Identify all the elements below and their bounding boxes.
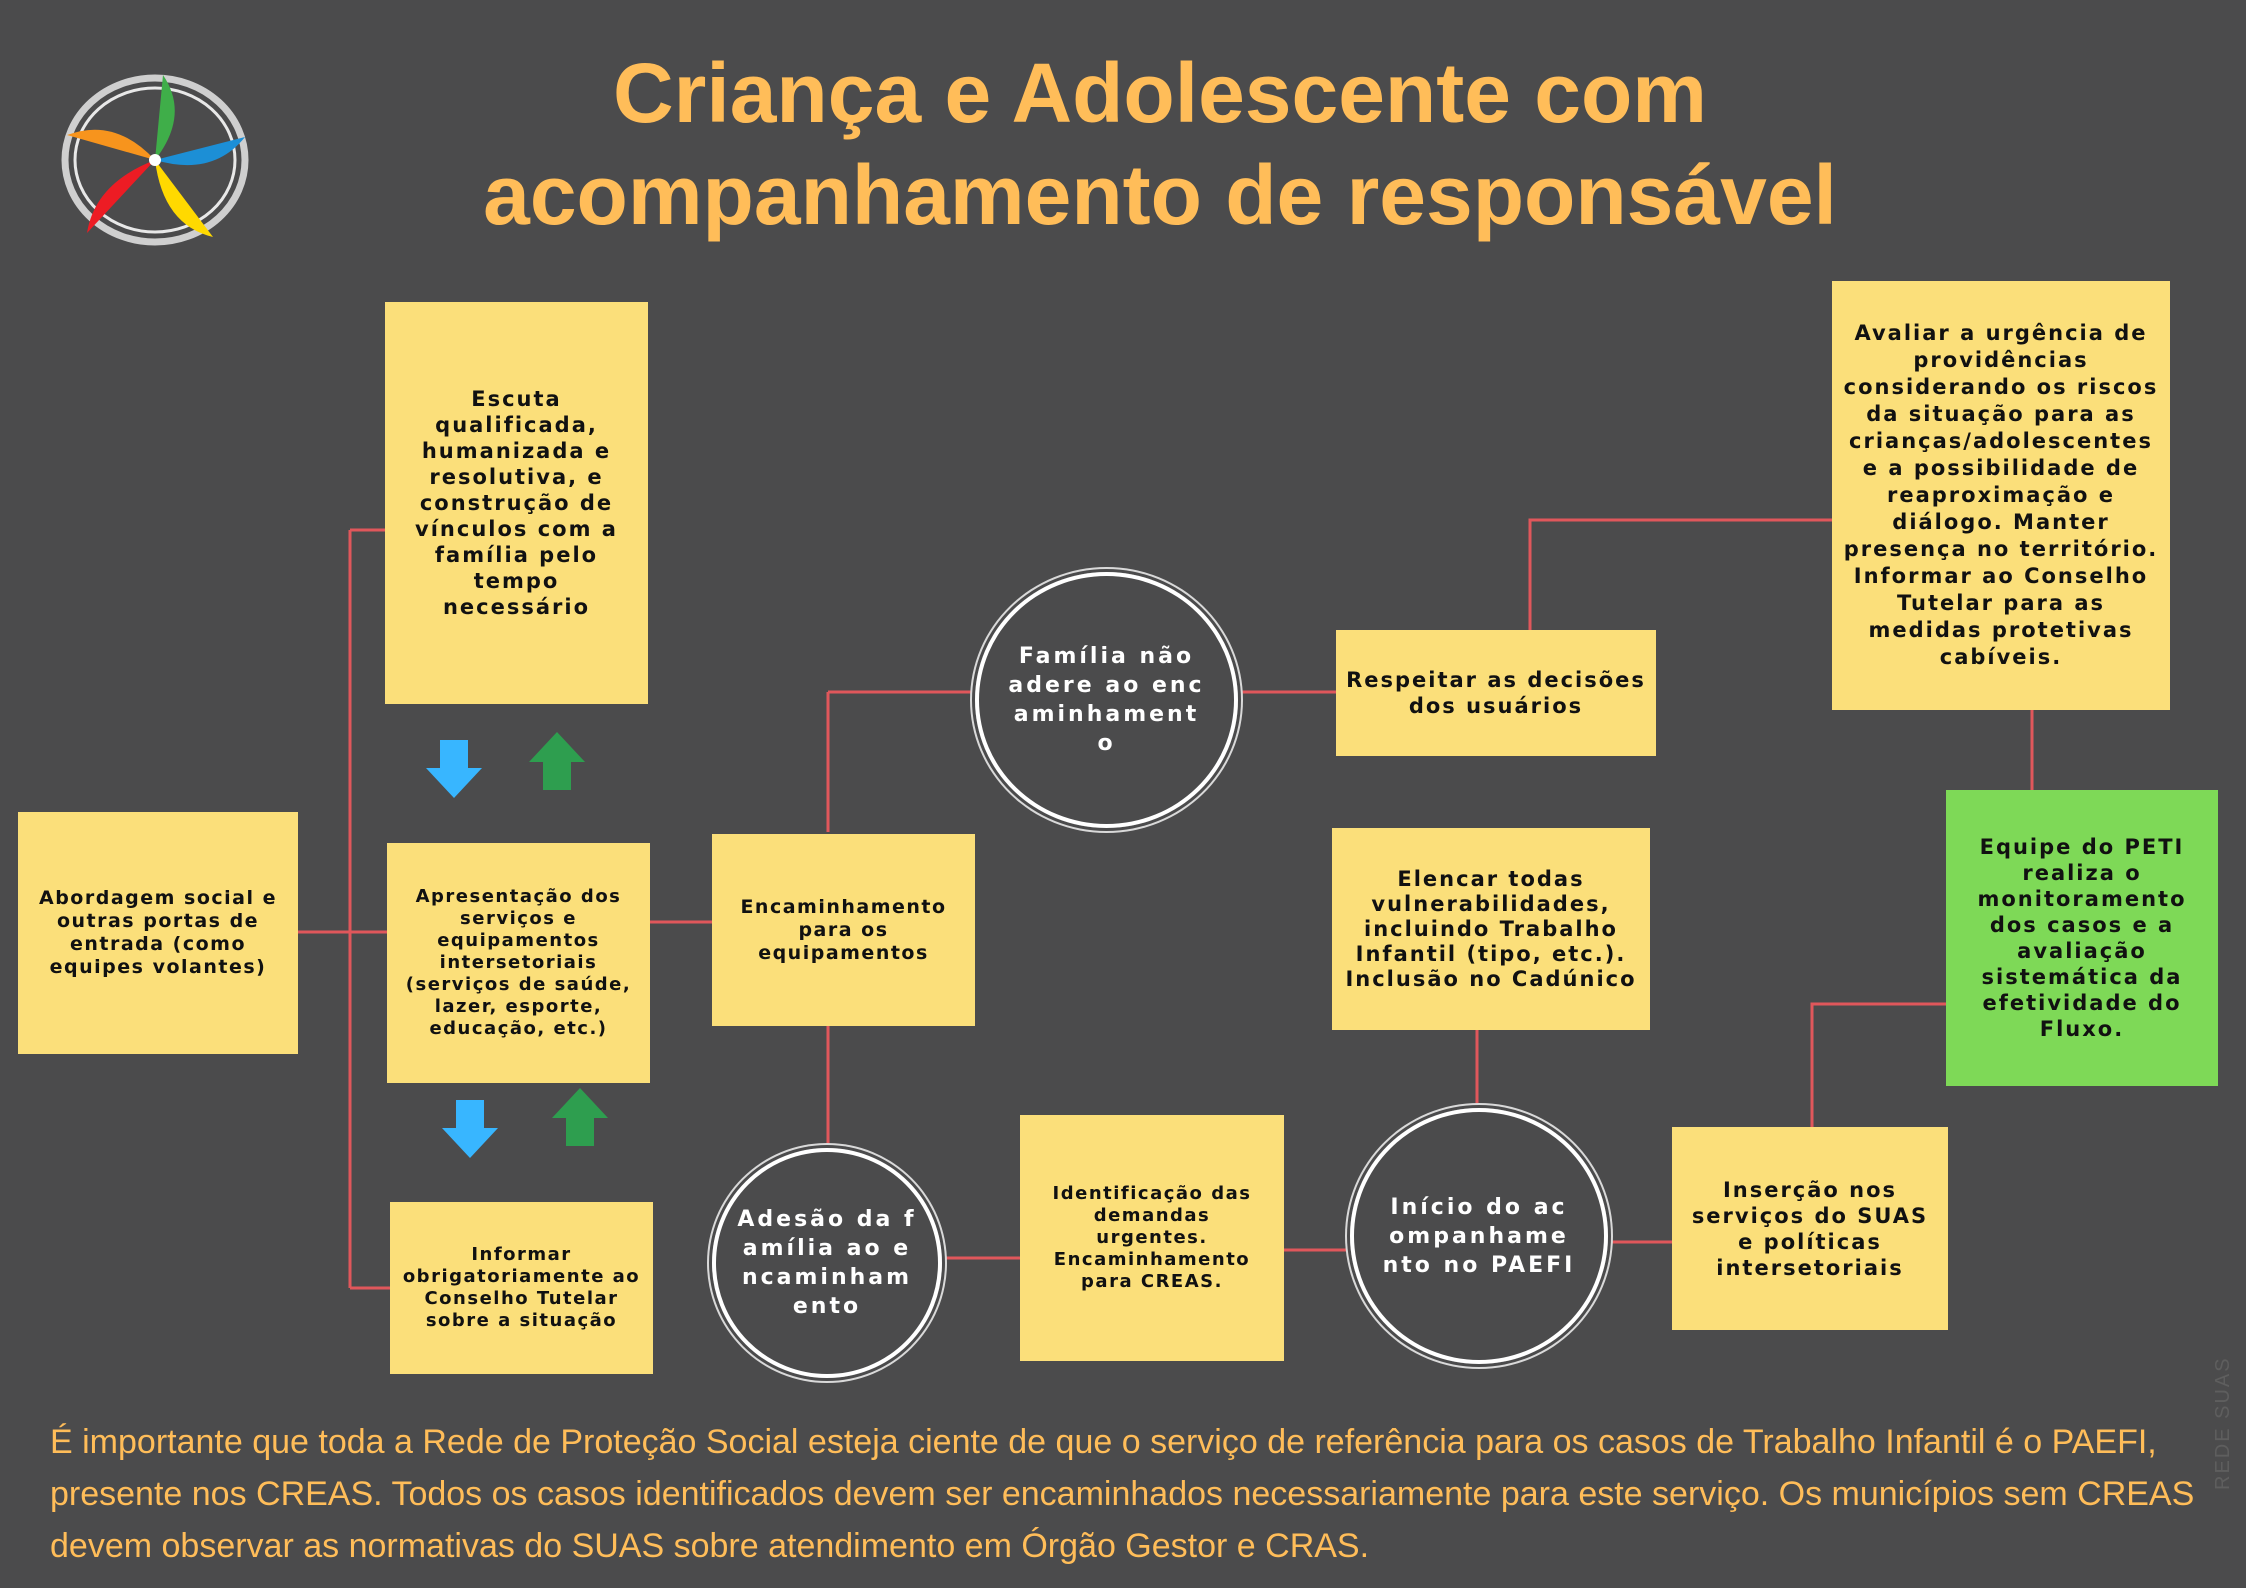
abordagem-text: Abordagem social e outras portas de entr…: [38, 887, 278, 978]
abordagem-box: Abordagem social e outras portas de entr…: [18, 812, 298, 1054]
informar-conselho-box: Informar obrigatoriamente ao Conselho Tu…: [390, 1202, 653, 1374]
title-line-1: Criança e Adolescente com: [613, 46, 1707, 140]
respeitar-box: Respeitar as decisões dos usuários: [1336, 630, 1656, 756]
arrow-up-icon: [552, 1088, 608, 1146]
pinwheel-logo: [61, 74, 249, 246]
arrow-down-icon: [426, 740, 482, 798]
encaminhamento-text: Encaminhamento para os equipamentos: [740, 895, 947, 964]
insercao-box: Inserção nos serviços do SUAS e política…: [1672, 1127, 1948, 1330]
respeitar-text: Respeitar as decisões dos usuários: [1346, 668, 1646, 718]
adesao-text: Adesão da família ao encaminhamento: [737, 1207, 917, 1319]
identificacao-text: Identificação das demandas urgentes. Enc…: [1052, 1183, 1252, 1292]
escuta-box: Escuta qualificada, humanizada e resolut…: [385, 302, 648, 704]
elencar-text: Elencar todas vulnerabilidades, incluind…: [1345, 866, 1637, 991]
arrow-down-icon: [442, 1100, 498, 1158]
familia-nao-adere-text: Família não adere ao encaminhamento: [1008, 644, 1205, 756]
arrow-up-icon: [529, 732, 585, 790]
insercao-text: Inserção nos serviços do SUAS e política…: [1691, 1177, 1929, 1280]
inicio-paefi-text: Início do acompanhamento no PAEFI: [1382, 1194, 1576, 1278]
inicio-paefi-circle: Início do acompanhamento no PAEFI: [1350, 1108, 1608, 1364]
adesao-circle: Adesão da família ao encaminhamento: [712, 1148, 942, 1378]
avaliar-box: Avaliar a urgência de providências consi…: [1832, 281, 2170, 710]
encaminhamento-box: Encaminhamento para os equipamentos: [712, 834, 975, 1026]
informar-conselho-text: Informar obrigatoriamente ao Conselho Tu…: [402, 1244, 641, 1331]
footer-note: É importante que toda a Rede de Proteção…: [50, 1423, 2195, 1565]
equipe-peti-text: Equipe do PETI realiza o monitoramento d…: [1977, 835, 2187, 1041]
avaliar-text: Avaliar a urgência de providências consi…: [1843, 321, 2159, 669]
title-line-2: acompanhamento de responsável: [483, 148, 1837, 242]
elencar-box: Elencar todas vulnerabilidades, incluind…: [1332, 828, 1650, 1030]
watermark: REDE SUAS: [2212, 1356, 2234, 1490]
identificacao-box: Identificação das demandas urgentes. Enc…: [1020, 1115, 1284, 1361]
familia-nao-adere-circle: Família não adere ao encaminhamento: [975, 572, 1238, 828]
equipe-peti-box: Equipe do PETI realiza o monitoramento d…: [1946, 790, 2218, 1086]
page-title: Criança e Adolescente com acompanhamento…: [340, 42, 1980, 246]
escuta-text: Escuta qualificada, humanizada e resolut…: [415, 387, 618, 619]
apresentacao-text: Apresentação dos serviços e equipamentos…: [405, 886, 632, 1039]
apresentacao-box: Apresentação dos serviços e equipamentos…: [387, 843, 650, 1083]
